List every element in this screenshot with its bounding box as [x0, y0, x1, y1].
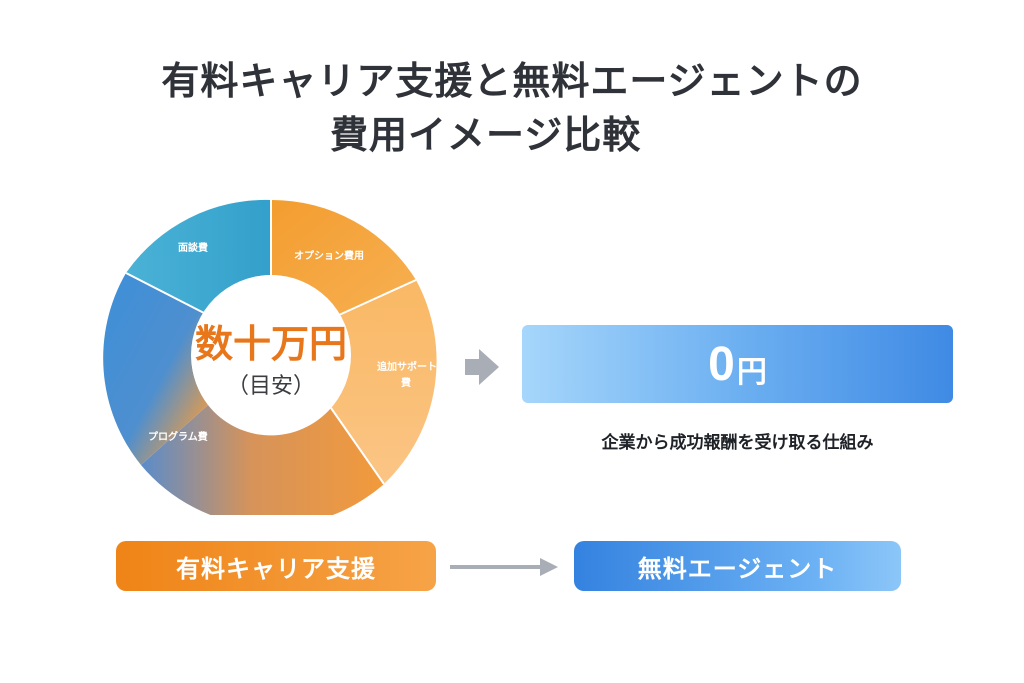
segment-label-additional-line1: 追加サポート — [377, 360, 437, 373]
paid-career-support-badge: 有料キャリア支援 — [116, 541, 436, 591]
donut-hole — [191, 275, 351, 435]
donut-segment-mendan — [126, 199, 271, 313]
donut-center-amount: 数十万円 — [195, 322, 347, 366]
segment-label-mendan: 面談費 — [178, 241, 208, 254]
donut-segment-bottom — [141, 405, 384, 515]
arrow-right-icon — [465, 349, 499, 385]
donut-segment-additional — [331, 280, 437, 484]
comparison-arrow-icon — [450, 558, 558, 576]
page-title-line1: 有料キャリア支援と無料エージェントの — [161, 59, 863, 103]
donut-separators — [125, 200, 417, 485]
segment-label-additional-line2: 費 — [401, 376, 411, 389]
donut-segment-option — [271, 199, 416, 315]
donut-segment-program — [103, 273, 208, 465]
free-cost-unit: 円 — [736, 355, 767, 390]
cost-donut-chart: 面談費 オプション費用 追加サポート 費 プログラム費 数十万円 （目安） — [103, 199, 437, 515]
page-title-line2: 費用イメージ比較 — [330, 113, 642, 157]
segment-label-program: プログラム費 — [148, 430, 208, 443]
free-cost-panel: 0 円 — [522, 325, 953, 403]
free-agent-badge: 無料エージェント — [574, 541, 901, 591]
free-cost-amount: 0 — [708, 337, 735, 391]
segment-label-option: オプション費用 — [294, 249, 364, 262]
free-cost-caption: 企業から成功報酬を受け取る仕組み — [601, 433, 874, 453]
donut-center-note: （目安） — [227, 374, 315, 399]
